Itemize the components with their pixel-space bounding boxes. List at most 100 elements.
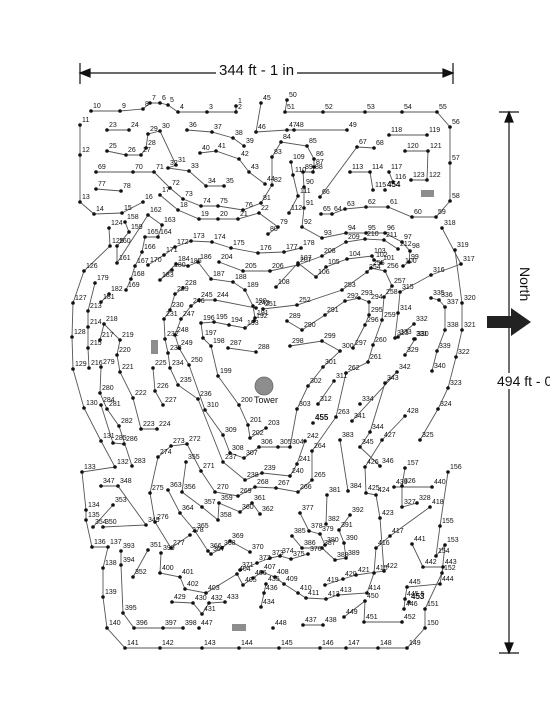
dot-marker[interactable] [403,414,407,418]
dot-marker[interactable] [78,200,82,204]
dot-marker[interactable] [277,646,281,650]
dot-marker[interactable] [270,183,274,187]
dot-marker[interactable] [238,510,242,514]
dot-385[interactable]: 385 [290,528,306,538]
dot-348[interactable]: 348 [116,478,132,488]
dot-218[interactable]: 218 [102,316,118,326]
dot-429[interactable]: 429 [170,594,186,604]
dot-263[interactable]: 263 [334,409,350,419]
dot-39[interactable]: 39 [242,138,254,148]
dot-marker[interactable] [400,484,404,488]
dot-93[interactable]: 93 [320,230,332,240]
dot-marker[interactable] [166,166,170,170]
dot-marker[interactable] [401,264,405,268]
dot-300[interactable]: 300 [338,343,354,353]
dot-260[interactable]: 260 [371,337,387,347]
dot-marker[interactable] [86,325,90,329]
dot-marker[interactable] [158,129,162,133]
dot-282[interactable]: 282 [117,418,133,428]
dot-marker[interactable] [168,366,172,370]
dot-marker[interactable] [396,335,400,339]
dot-404[interactable]: 404 [235,566,251,576]
dot-2[interactable]: 2 [234,104,242,114]
dot-237[interactable]: 237 [221,454,237,464]
dot-151[interactable]: 151 [423,601,439,611]
dot-256[interactable]: 256 [383,263,399,273]
dot-marker[interactable] [237,403,241,407]
dot-77[interactable]: 77 [94,181,106,191]
dot-325[interactable]: 325 [418,432,434,442]
dot-101[interactable]: 101 [379,255,395,265]
dot-marker[interactable] [168,308,172,312]
dot-marker[interactable] [188,533,192,537]
dot-marker[interactable] [292,128,296,132]
dot-marker[interactable] [345,257,349,261]
dot-135[interactable]: 135 [84,512,100,522]
dot-marker[interactable] [342,541,346,545]
dot-marker[interactable] [363,110,367,114]
dot-marker[interactable] [368,170,372,174]
dot-marker[interactable] [336,593,340,597]
dot-173[interactable]: 173 [189,233,205,243]
dot-44[interactable]: 44 [263,176,275,186]
dot-marker[interactable] [448,199,452,203]
dot-199[interactable]: 199 [216,368,232,378]
dot-419[interactable]: 419 [323,577,339,587]
dot-marker[interactable] [146,213,150,217]
dot-marker[interactable] [132,626,136,630]
dot-marker[interactable] [288,445,292,449]
dot-marker[interactable] [166,488,170,492]
dot-marker[interactable] [323,583,327,587]
dot-marker[interactable] [323,543,327,547]
dot-29[interactable]: 29 [146,126,158,136]
dot-340[interactable]: 340 [430,363,446,373]
dot-70[interactable]: 70 [131,164,143,174]
dot-1[interactable]: 1 [234,98,242,108]
dot-marker[interactable] [296,591,300,595]
dot-marker[interactable] [320,339,324,343]
dot-383[interactable]: 383 [338,432,354,442]
dot-418[interactable]: 418 [428,499,444,509]
dot-marker[interactable] [357,296,361,300]
dot-381[interactable]: 381 [325,487,341,497]
dot-12[interactable]: 12 [78,147,90,157]
dot-111[interactable]: 111 [296,188,311,198]
dot-marker[interactable] [158,646,162,650]
dot-337[interactable]: 337 [443,299,459,309]
dot-323[interactable]: 323 [446,380,462,390]
dot-marker[interactable] [273,575,277,579]
dot-10[interactable]: 10 [89,103,101,113]
dot-206[interactable]: 206 [268,263,284,273]
dot-marker[interactable] [299,246,303,250]
dot-376[interactable]: 376 [306,546,322,556]
dot-marker[interactable] [425,178,429,182]
dot-190[interactable]: 190 [251,298,267,308]
dot-288[interactable]: 288 [254,344,270,354]
dot-413[interactable]: 413 [336,587,352,597]
dot-61[interactable]: 61 [386,199,398,209]
dot-392[interactable]: 392 [348,507,364,517]
dot-352[interactable]: 352 [131,569,147,579]
dot-marker[interactable] [152,170,156,174]
dot-403[interactable]: 403 [204,585,220,595]
dot-367[interactable]: 367 [209,546,225,556]
dot-marker[interactable] [446,386,450,390]
dot-marker[interactable] [370,254,374,258]
dot-marker[interactable] [443,305,447,309]
dot-marker[interactable] [250,501,254,505]
dot-336[interactable]: 336 [437,292,453,302]
dot-marker[interactable] [197,217,201,221]
dot-marker[interactable] [437,298,441,302]
dot-marker[interactable] [418,438,422,442]
dot-129[interactable]: 129 [71,361,87,371]
dot-marker[interactable] [426,149,430,153]
dot-marker[interactable] [170,600,174,604]
dot-marker[interactable] [288,344,292,348]
dot-marker[interactable] [459,262,463,266]
dot-124[interactable]: 124 [107,220,123,230]
dot-marker[interactable] [217,260,221,264]
dot-40[interactable]: 40 [198,145,210,155]
dot-273[interactable]: 273 [169,438,185,448]
dot-marker[interactable] [318,195,322,199]
dot-389[interactable]: 389 [344,550,360,560]
